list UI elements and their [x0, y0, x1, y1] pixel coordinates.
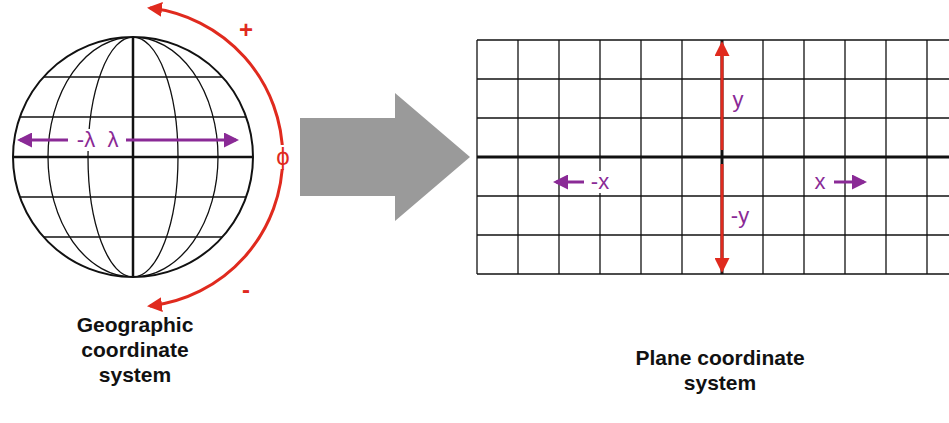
caption: Plane coordinate system: [615, 345, 825, 395]
latitude-label: ϕ: [274, 145, 291, 169]
x-axis-arrow: [834, 181, 864, 184]
axis-label: x: [813, 171, 828, 193]
latitude-arc: [150, 8, 283, 306]
x-axis-arrow: [556, 181, 584, 184]
axis-label: -x: [589, 171, 611, 193]
plane-grid: [477, 40, 949, 274]
longitude-label: -λ: [75, 129, 97, 151]
longitude-arrow: [20, 139, 68, 142]
axis-label: y: [731, 89, 746, 111]
globe: [0, 37, 270, 277]
y-axis-arrow: [721, 164, 724, 270]
caption: Geographic coordinate system: [65, 312, 205, 388]
longitude-arrow: [126, 139, 236, 142]
transform-arrow: [300, 93, 470, 221]
sign-label: -: [240, 278, 252, 302]
longitude-label: λ: [106, 129, 121, 151]
sign-label: +: [237, 18, 255, 42]
axis-label: -y: [729, 205, 751, 227]
y-axis-arrow: [721, 44, 724, 150]
